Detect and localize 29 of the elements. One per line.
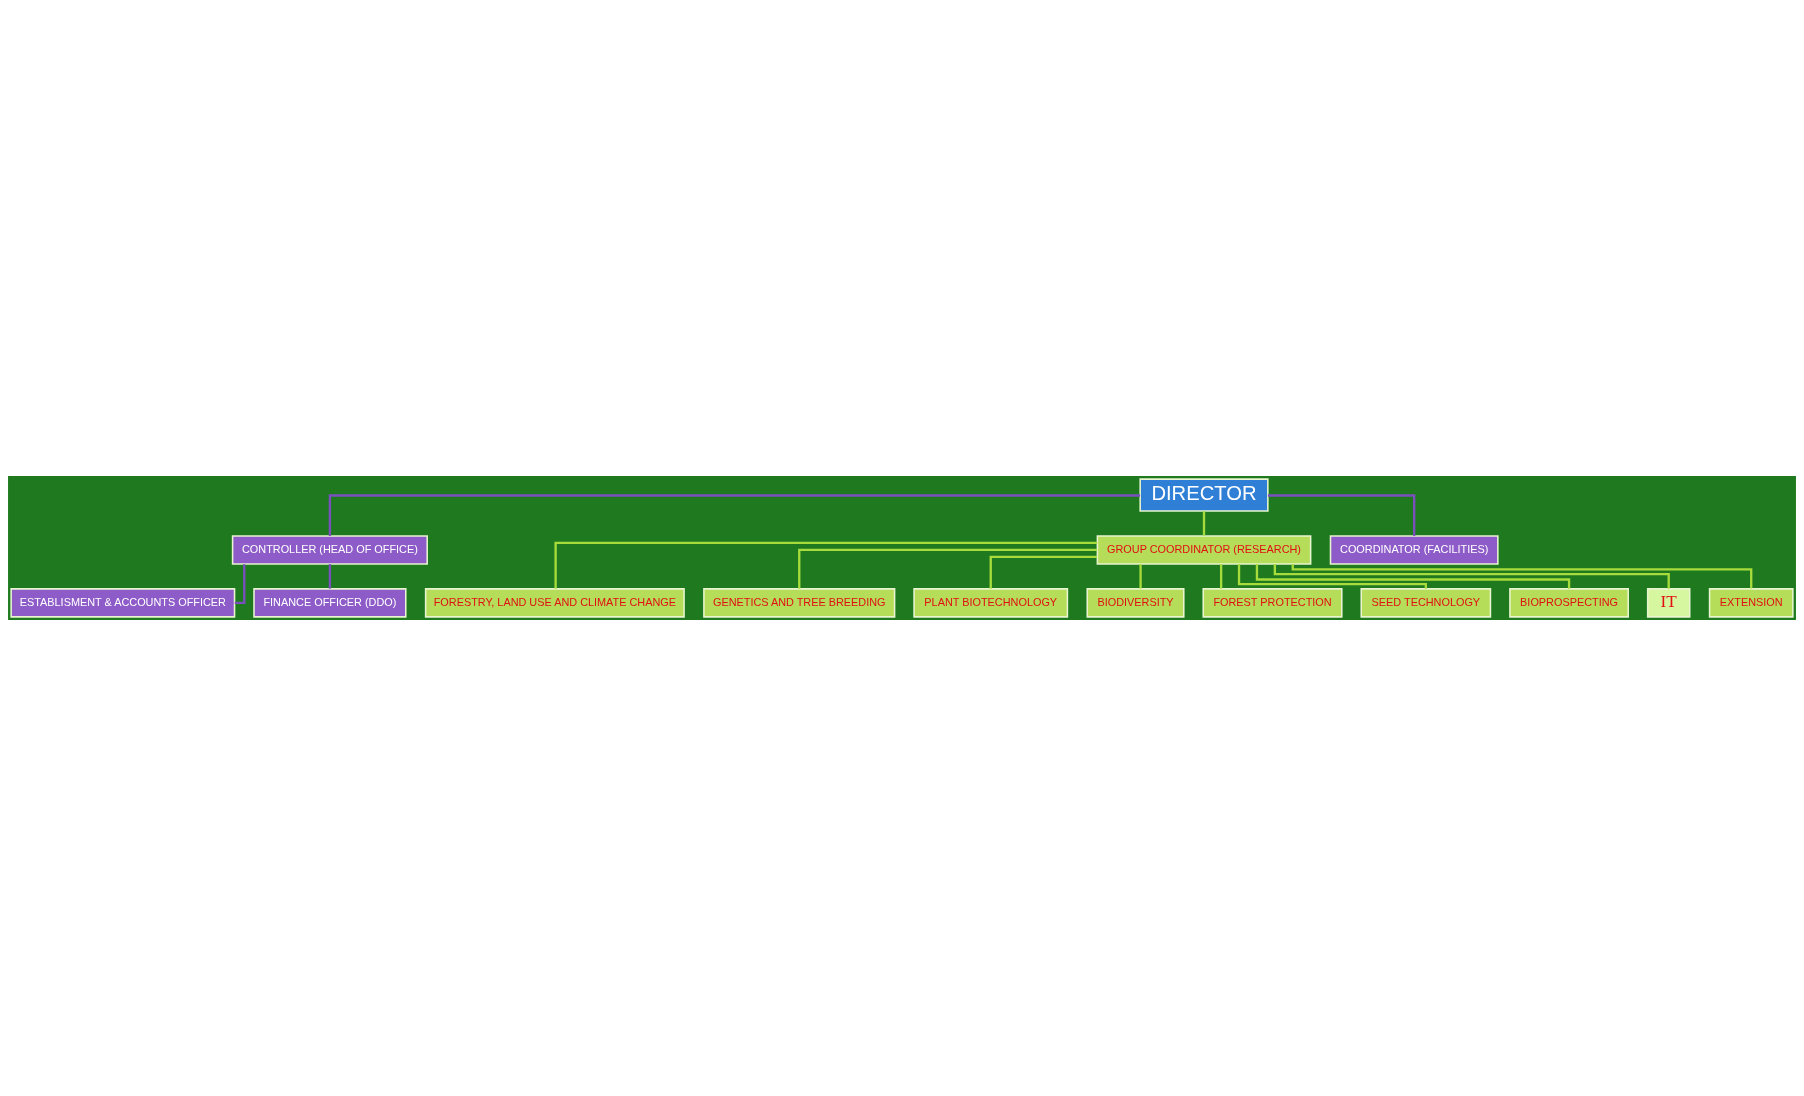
node-box: PLANT BIOTECHNOLOGY [913,588,1069,618]
node-box: GENETICS AND TREE BREEDING [703,588,896,618]
connector [234,564,246,605]
node-box: BIOPROSPECTING [1509,588,1629,618]
node-box: IT [1646,588,1691,618]
node-box: FORESTRY, LAND USE AND CLIMATE CHANGE [424,588,685,618]
connector [1255,564,1571,589]
connector [554,541,1098,589]
connector [1139,564,1142,589]
node-box: CONTROLLER (HEAD OF OFFICE) [231,535,428,565]
connector [1237,564,1427,589]
node-box: ESTABLISMENT & ACCOUNTS OFFICER [10,588,236,618]
node-box: SEED TECHNOLOGY [1360,588,1492,618]
connector [989,555,1098,589]
connector [328,494,1141,536]
node-box: FINANCE OFFICER (DDO) [253,588,407,618]
node-box: GROUP COORDINATOR (RESEARCH) [1096,535,1312,565]
connector [328,564,332,589]
connector [1273,564,1670,589]
connector [1267,494,1416,536]
node-box: FOREST PROTECTION [1202,588,1343,618]
connector [1219,564,1223,589]
connector [1202,511,1206,536]
node-box: DIRECTOR [1139,478,1269,512]
node-box: COORDINATOR (FACILITIES) [1329,535,1499,565]
node-box: EXTENSION [1708,588,1794,618]
connector [798,548,1098,589]
node-box: BIODIVERSITY [1086,588,1185,618]
connector [1291,564,1753,589]
